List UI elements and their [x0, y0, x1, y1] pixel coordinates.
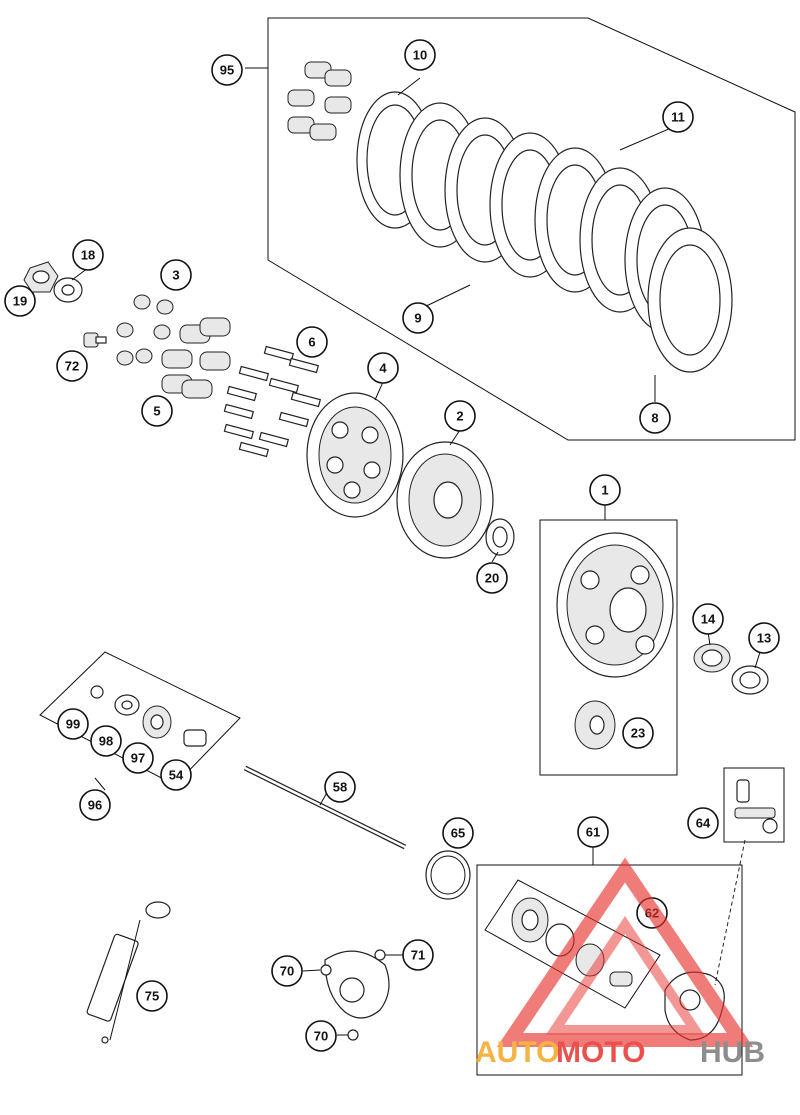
label-99-text: 99: [66, 717, 80, 732]
label-14: 14: [692, 603, 724, 635]
label-95-text: 95: [220, 63, 234, 78]
lock-washer-part: [53, 277, 83, 303]
label-20: 20: [476, 562, 508, 594]
label-98: 98: [90, 725, 122, 757]
label-70-top: 70: [271, 955, 303, 987]
bushing-part: [693, 643, 731, 673]
label-1: 1: [589, 474, 621, 506]
pressure-plate: [306, 392, 404, 518]
label-13-text: 13: [757, 631, 771, 646]
watermark-hub: HUB: [700, 1036, 765, 1069]
bleeding-syringe: [86, 901, 171, 1044]
label-58: 58: [324, 771, 356, 803]
label-96: 96: [79, 789, 111, 821]
slave-cylinder-parts: [511, 897, 633, 987]
bearing-set: [90, 685, 207, 747]
label-71: 71: [402, 939, 434, 971]
watermark-auto: AUTO: [475, 1036, 559, 1069]
label-8-text: 8: [651, 411, 658, 426]
watermark-moto: MOTO: [556, 1036, 645, 1069]
label-18: 18: [72, 239, 104, 271]
o-ring: [425, 850, 471, 900]
spring-retainers: [116, 294, 174, 366]
label-64: 64: [687, 807, 719, 839]
label-3-text: 3: [172, 268, 179, 283]
label-72-text: 72: [65, 359, 79, 374]
label-1-text: 1: [601, 483, 608, 498]
plates-group-box: [267, 17, 796, 441]
label-75: 75: [136, 980, 168, 1012]
guide-pins: [223, 345, 322, 458]
label-65-text: 65: [451, 826, 465, 841]
label-20-text: 20: [485, 571, 499, 586]
label-14-text: 14: [701, 612, 716, 627]
label-65: 65: [442, 817, 474, 849]
label-98-text: 98: [99, 734, 113, 749]
label-61: 61: [577, 816, 609, 848]
automotohub-watermark: AUTO MOTO HUB: [475, 857, 765, 1069]
pressure-springs: [161, 317, 231, 399]
label-19: 19: [4, 285, 36, 317]
label-11-text: 11: [671, 110, 685, 125]
bleeder-group-box: [723, 767, 785, 843]
label-97: 97: [122, 742, 154, 774]
label-97-text: 97: [131, 751, 145, 766]
thrust-washer: [485, 518, 515, 556]
label-4: 4: [367, 352, 399, 384]
label-6: 6: [296, 326, 328, 358]
gear-part: [574, 700, 616, 750]
basket-group-box: [539, 519, 678, 776]
label-70-bottom-text: 70: [314, 1029, 328, 1044]
label-13: 13: [748, 622, 780, 654]
label-19-text: 19: [13, 294, 27, 309]
label-75-text: 75: [145, 989, 159, 1004]
slave-cylinder-group-box: [476, 864, 743, 1076]
label-23: 23: [622, 717, 654, 749]
label-58-text: 58: [333, 780, 347, 795]
label-96-text: 96: [88, 798, 102, 813]
label-5: 5: [141, 395, 173, 427]
bolt-part: [83, 332, 107, 348]
label-54: 54: [160, 759, 192, 791]
label-71-text: 71: [411, 948, 425, 963]
clutch-plates-stack: [356, 91, 733, 373]
label-2-text: 2: [456, 409, 463, 424]
label-99: 99: [57, 708, 89, 740]
nut-part: [23, 261, 59, 293]
clutch-cover: [320, 949, 390, 1041]
label-70-bottom: 70: [305, 1020, 337, 1052]
label-23-text: 23: [631, 726, 645, 741]
sleeve-part: [731, 665, 769, 695]
label-6-text: 6: [308, 335, 315, 350]
label-9: 9: [402, 302, 434, 334]
clutch-basket: [556, 532, 674, 678]
label-61-text: 61: [586, 825, 600, 840]
bleeder-valve: [734, 779, 778, 834]
label-64-text: 64: [696, 816, 711, 831]
clutch-hub: [396, 441, 494, 559]
label-4-text: 4: [379, 361, 387, 376]
label-18-text: 18: [81, 248, 95, 263]
clutch-springs-set: [287, 61, 352, 141]
label-5-text: 5: [153, 404, 160, 419]
label-72: 72: [56, 350, 88, 382]
label-10: 10: [404, 39, 436, 71]
label-70-top-text: 70: [280, 964, 294, 979]
label-2: 2: [444, 400, 476, 432]
label-54-text: 54: [169, 768, 184, 783]
label-3: 3: [160, 259, 192, 291]
label-10-text: 10: [413, 48, 427, 63]
label-8: 8: [639, 402, 671, 434]
label-11: 11: [662, 101, 694, 133]
label-95: 95: [211, 54, 243, 86]
label-9-text: 9: [414, 311, 421, 326]
